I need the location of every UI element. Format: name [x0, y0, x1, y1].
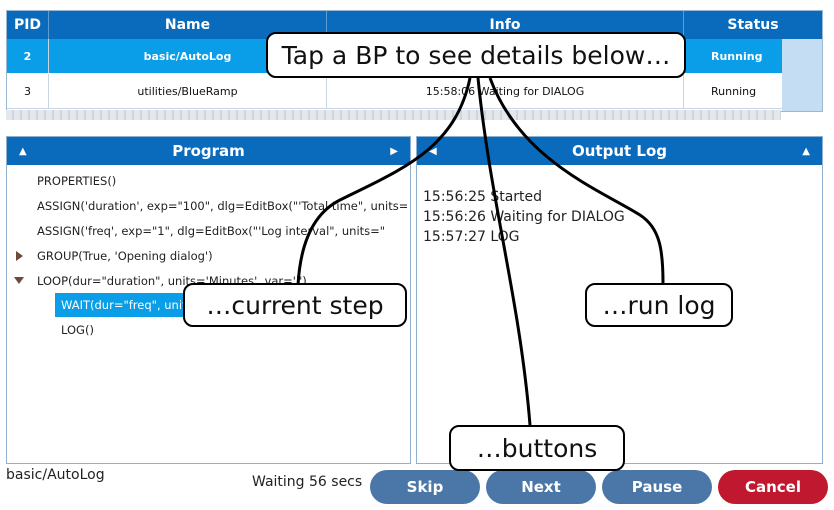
program-line[interactable]: PROPERTIES(): [37, 174, 117, 188]
collapse-up-icon[interactable]: ▲: [19, 146, 27, 157]
program-panel-title: Program: [172, 142, 245, 160]
callout-line-current-step: [296, 77, 472, 286]
current-program-name: basic/AutoLog: [6, 467, 105, 483]
program-line[interactable]: ASSIGN('duration', exp="100", dlg=EditBo…: [37, 199, 407, 213]
callout-buttons: …buttons: [449, 425, 625, 471]
program-line[interactable]: LOG(): [61, 323, 94, 337]
row-status: Running: [711, 49, 763, 63]
collapse-loop-icon[interactable]: [14, 277, 24, 284]
callout-tap: Tap a BP to see details below…: [266, 32, 686, 78]
expand-left-icon[interactable]: ◀: [429, 146, 437, 157]
program-line[interactable]: GROUP(True, 'Opening dialog'): [37, 249, 213, 263]
callout-run-log: …run log: [585, 283, 733, 327]
collapse-up-icon[interactable]: ▲: [802, 146, 810, 157]
log-line: 15:56:26 Waiting for DIALOG: [423, 209, 625, 225]
row-pid: 3: [7, 74, 49, 108]
log-line: 15:56:25 Started: [423, 189, 543, 205]
next-button[interactable]: Next: [486, 470, 596, 504]
col-header-status: Status: [684, 11, 822, 39]
wait-status-text: Waiting 56 secs: [252, 474, 363, 490]
pause-button[interactable]: Pause: [602, 470, 712, 504]
output-log-title: Output Log: [571, 142, 667, 160]
callout-line-run-log: [488, 77, 665, 284]
col-header-pid: PID: [7, 11, 49, 39]
row-status: Running: [711, 84, 757, 98]
row-name: utilities/BlueRamp: [49, 74, 327, 108]
vertical-scrollbar[interactable]: [782, 39, 822, 111]
table-row[interactable]: 3 utilities/BlueRamp 15:58:06 Waiting fo…: [7, 74, 782, 109]
cancel-button[interactable]: Cancel: [718, 470, 828, 504]
row-pid: 2: [7, 39, 49, 73]
expand-right-icon[interactable]: ▶: [390, 146, 398, 157]
log-line: 15:57:27 LOG: [423, 229, 520, 245]
program-panel-header: ▲ Program ▶: [7, 137, 410, 165]
callout-current-step: …current step: [183, 283, 407, 327]
callout-line-buttons: [476, 77, 532, 426]
program-line[interactable]: ASSIGN('freq', exp="1", dlg=EditBox("'Lo…: [37, 224, 386, 238]
horizontal-scrollbar[interactable]: [6, 110, 781, 120]
skip-button[interactable]: Skip: [370, 470, 480, 504]
expand-group-icon[interactable]: [16, 251, 23, 261]
